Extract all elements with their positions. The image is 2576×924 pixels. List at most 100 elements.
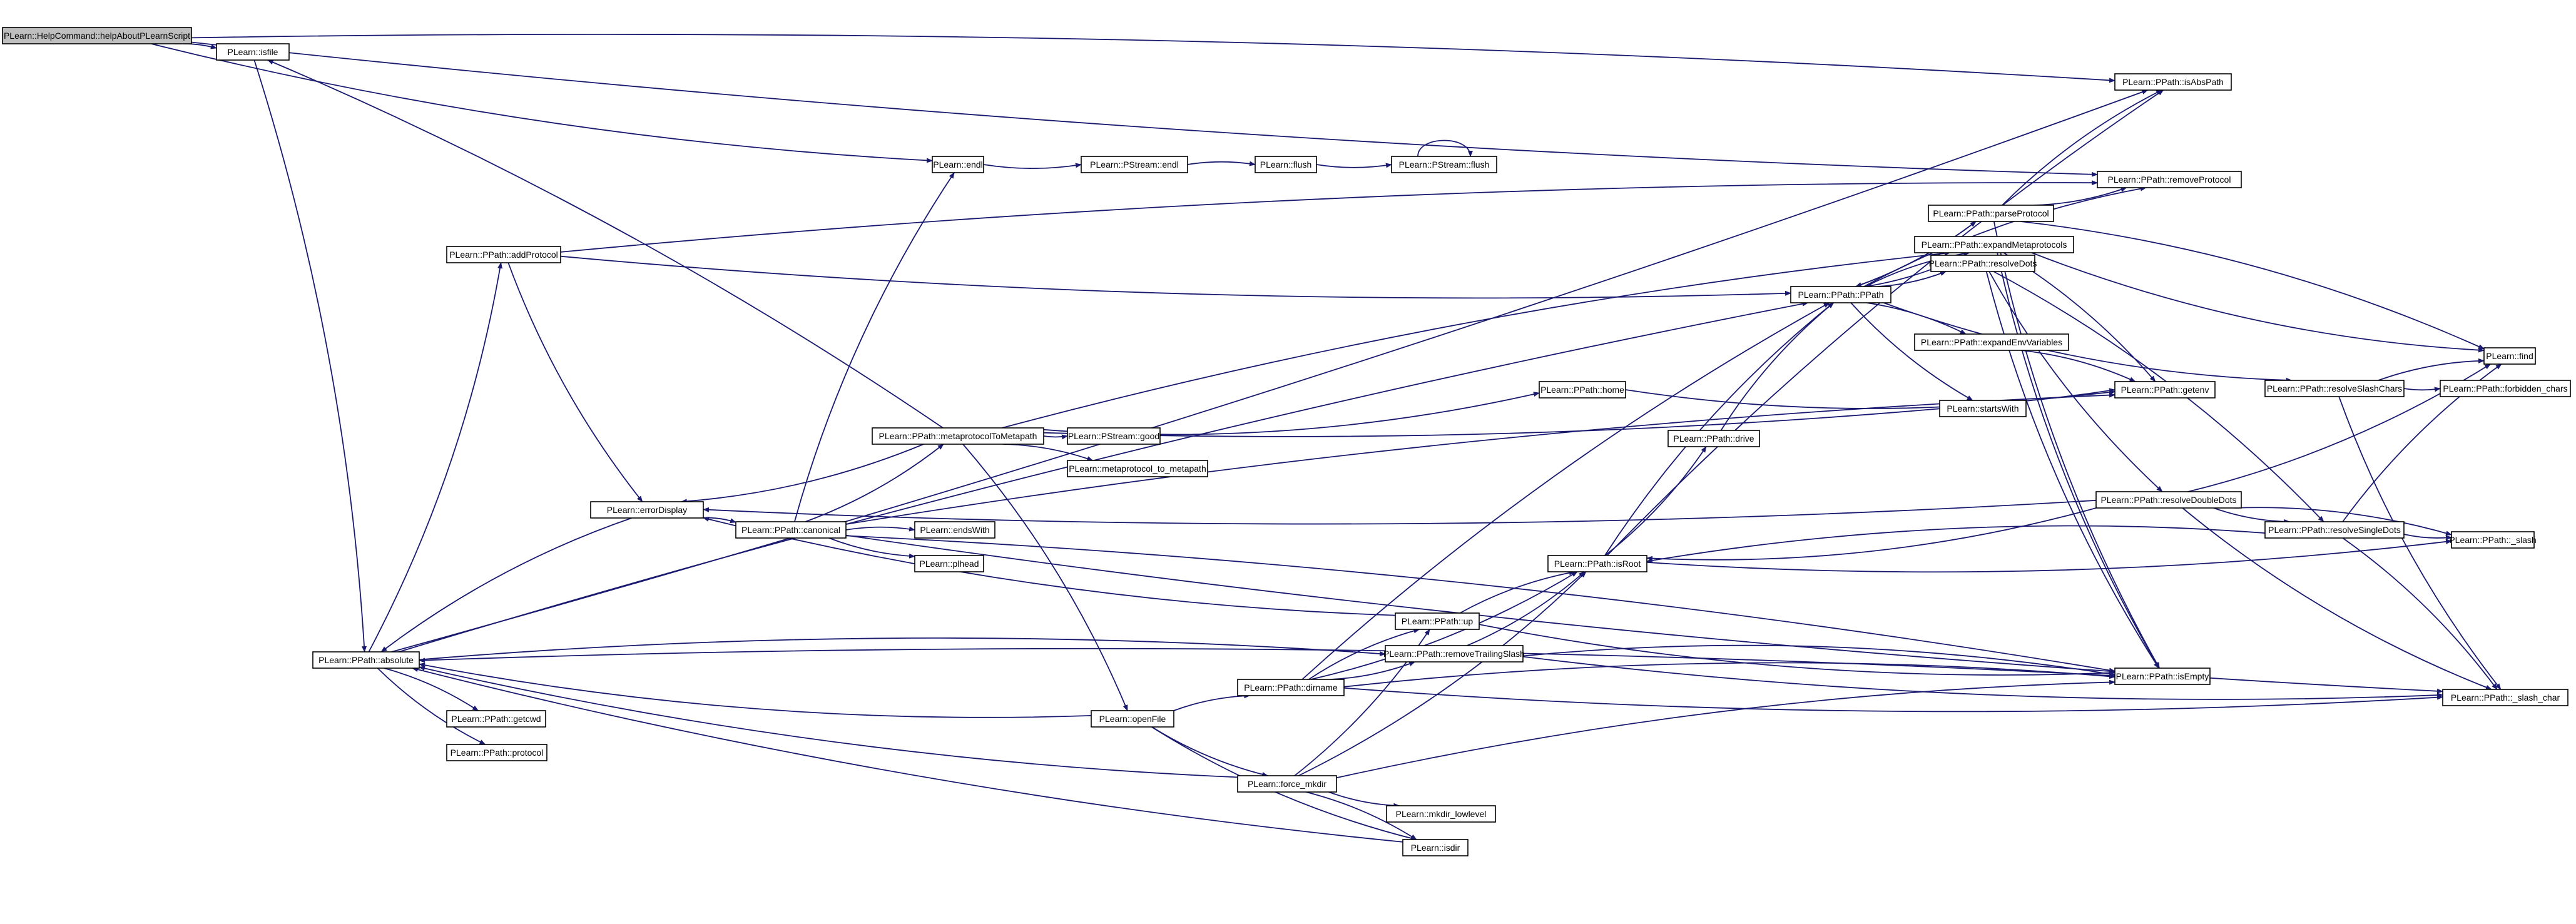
edge-resolvedouble-to-errordisplay <box>703 499 2097 525</box>
node-meta2[interactable]: PLearn::metaprotocol_to_metapath <box>1067 460 1208 477</box>
node-openfile[interactable]: PLearn::openFile <box>1091 710 1174 728</box>
edge-parseprotocol-to-find <box>2020 221 2485 350</box>
node-box <box>1939 400 2027 417</box>
node-endl[interactable]: PLearn::endl <box>932 156 984 173</box>
edge-psflush-to-psflush <box>1417 140 1473 157</box>
node-label: PLearn::find <box>2486 351 2533 361</box>
node-label: PLearn::mkdir_lowlevel <box>1396 809 1487 819</box>
node-label: PLearn::plhead <box>920 559 979 569</box>
node-resolvedots[interactable]: PLearn::PPath::resolveDots <box>1929 255 2037 272</box>
node-resolveslash[interactable]: PLearn::PPath::resolveSlashChars <box>2264 380 2405 397</box>
edge-parseprotocol-to-ppath <box>1855 221 1977 287</box>
node-slashchar[interactable]: PLearn::PPath::_slash_char <box>2442 689 2568 706</box>
node-label: PLearn::endsWith <box>920 525 989 535</box>
node-drive[interactable]: PLearn::PPath::drive <box>1667 430 1760 447</box>
node-parseprotocol[interactable]: PLearn::PPath::parseProtocol <box>1928 205 2054 222</box>
node-up[interactable]: PLearn::PPath::up <box>1395 612 1480 630</box>
node-box <box>1391 156 1497 173</box>
edge-metaproto-to-good <box>1043 434 1068 440</box>
node-find[interactable]: PLearn::find <box>2483 347 2536 365</box>
edge-dirname-to-isroot <box>1310 571 1578 680</box>
node-expandenv[interactable]: PLearn::PPath::expandEnvVariables <box>1914 333 2069 351</box>
edge-flush-to-psflush <box>1316 163 1392 168</box>
node-forcemkdir[interactable]: PLearn::force_mkdir <box>1237 775 1337 793</box>
node-box <box>1386 805 1496 823</box>
node-box <box>1067 460 1208 477</box>
node-label: PLearn::isdir <box>1411 843 1460 853</box>
node-box <box>446 710 546 728</box>
node-getenv[interactable]: PLearn::PPath::getenv <box>2114 381 2216 399</box>
node-label: PLearn::PPath::parseProtocol <box>1933 208 2049 218</box>
edge-resolvesingle-to-isroot <box>1646 525 2266 563</box>
node-label: PLearn::PPath::drive <box>1673 434 1754 444</box>
node-getcwd[interactable]: PLearn::PPath::getcwd <box>446 710 546 728</box>
node-plhead[interactable]: PLearn::plhead <box>914 555 984 572</box>
node-box <box>2 27 192 44</box>
node-metaproto[interactable]: PLearn::PPath::metaprotocolToMetapath <box>872 427 1044 445</box>
node-removetrailing[interactable]: PLearn::PPath::removeTrailingSlash <box>1383 645 1525 663</box>
edge-absolute-to-ppath <box>399 301 1809 652</box>
edge-removetrailing-to-isroot <box>1467 571 1586 646</box>
edge-addprotocol-to-removeprotocol <box>560 180 2098 253</box>
node-label: PLearn::PPath::_slash <box>2449 535 2536 545</box>
edge-resolvesingle-to-slashchar <box>2342 537 2498 690</box>
node-errordisplay[interactable]: PLearn::errorDisplay <box>590 501 704 519</box>
edge-canonical-to-endl <box>794 172 955 522</box>
node-forbidden[interactable]: PLearn::PPath::forbidden_chars <box>2440 380 2571 397</box>
node-label: PLearn::PPath::protocol <box>451 748 544 758</box>
node-box <box>216 43 290 61</box>
edge-expandenv-to-getenv <box>2021 350 2136 382</box>
edge-canonical-to-metaproto <box>805 444 944 522</box>
node-slash[interactable]: PLearn::PPath::_slash <box>2449 531 2537 549</box>
node-ppath[interactable]: PLearn::PPath::PPath <box>1790 286 1891 303</box>
node-label: PLearn::PStream::flush <box>1399 160 1490 170</box>
edge-resolvedots-to-isempty <box>1985 271 2160 669</box>
edge-metaproto-to-meta2 <box>1002 444 1094 461</box>
node-isabspath[interactable]: PLearn::PPath::isAbsPath <box>2114 73 2232 91</box>
node-root[interactable]: PLearn::HelpCommand::helpAboutPLearnScri… <box>2 27 192 44</box>
edge-openfile-to-absolute <box>419 663 1092 718</box>
edge-ppath-to-startswith <box>1850 302 1973 401</box>
node-label: PLearn::PPath::isEmpty <box>2116 671 2209 681</box>
node-box <box>446 744 547 761</box>
edge-metaproto-to-openfile <box>962 444 1128 711</box>
node-isdir[interactable]: PLearn::isdir <box>1402 839 1469 856</box>
node-box <box>1237 775 1337 793</box>
node-resolvesingle[interactable]: PLearn::PPath::resolveSingleDots <box>2264 521 2405 539</box>
node-label: PLearn::PPath::canonical <box>741 525 840 535</box>
node-psflush[interactable]: PLearn::PStream::flush <box>1391 156 1497 173</box>
node-startswith[interactable]: PLearn::startsWith <box>1939 400 2027 417</box>
node-absolute[interactable]: PLearn::PPath::absolute <box>312 651 420 669</box>
edge-dirname-to-slashchar <box>1343 687 2443 713</box>
edge-openfile-to-isdir <box>1151 726 1417 841</box>
node-home[interactable]: PLearn::PPath::home <box>1539 381 1626 399</box>
edge-dirname-to-removetrailing <box>1330 661 1416 680</box>
node-protocol[interactable]: PLearn::PPath::protocol <box>446 744 547 761</box>
node-canonical[interactable]: PLearn::PPath::canonical <box>735 521 847 539</box>
edge-ppath-to-parseprotocol <box>1855 221 1977 287</box>
edge-endl-to-psendl <box>983 163 1082 170</box>
node-label: PLearn::PPath::home <box>1540 385 1624 395</box>
node-dirname[interactable]: PLearn::PPath::dirname <box>1237 679 1345 696</box>
node-psendl[interactable]: PLearn::PStream::endl <box>1081 156 1188 173</box>
node-isroot[interactable]: PLearn::PPath::isRoot <box>1547 555 1647 572</box>
node-mkdirlow[interactable]: PLearn::mkdir_lowlevel <box>1386 805 1496 823</box>
node-label: PLearn::errorDisplay <box>607 505 687 515</box>
node-endswith[interactable]: PLearn::endsWith <box>914 521 995 539</box>
edge-forcemkdir-to-isdir <box>1305 791 1417 840</box>
node-box <box>914 555 984 572</box>
node-flush[interactable]: PLearn::flush <box>1255 156 1317 173</box>
node-label: PLearn::PPath::metaprotocolToMetapath <box>879 431 1037 441</box>
edge-resolvedouble-to-slash <box>2234 507 2452 536</box>
node-expandmeta[interactable]: PLearn::PPath::expandMetaprotocols <box>1914 236 2074 253</box>
node-label: PLearn::flush <box>1260 160 1312 170</box>
node-removeprotocol[interactable]: PLearn::PPath::removeProtocol <box>2097 171 2242 188</box>
node-label: PLearn::PPath::resolveSlashChars <box>2267 383 2402 393</box>
node-addprotocol[interactable]: PLearn::PPath::addProtocol <box>446 246 561 263</box>
node-resolvedouble[interactable]: PLearn::PPath::resolveDoubleDots <box>2095 491 2242 509</box>
node-box <box>1914 333 2069 351</box>
edge-absolute-to-protocol <box>377 668 486 745</box>
node-isempty[interactable]: PLearn::PPath::isEmpty <box>2114 668 2211 685</box>
node-isfile[interactable]: PLearn::isfile <box>216 43 290 61</box>
node-good[interactable]: PLearn::PStream::good <box>1067 427 1161 445</box>
